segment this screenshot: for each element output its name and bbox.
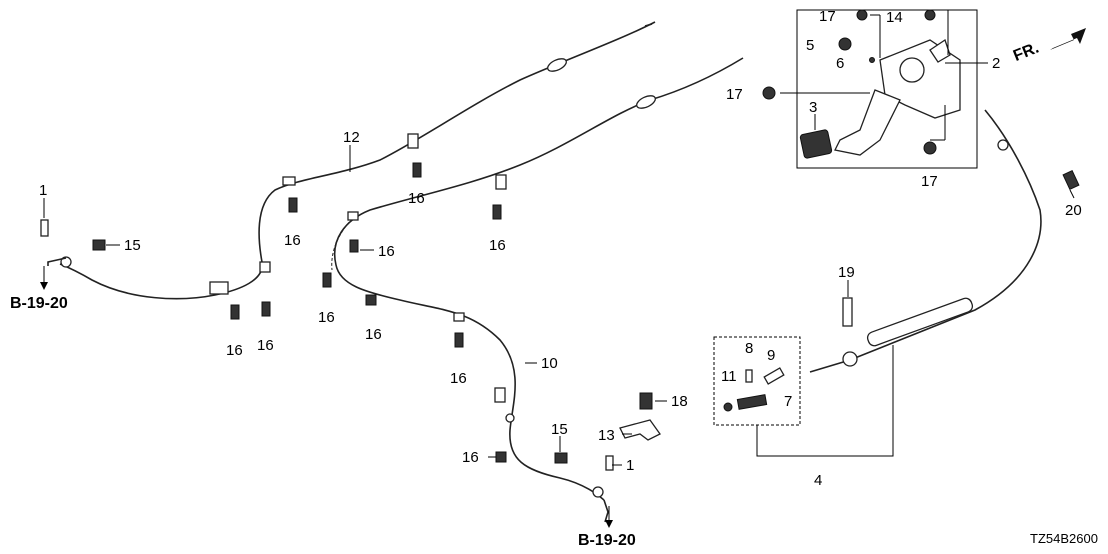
front-direction-indicator: FR. [1011,28,1086,65]
bolt-1-left [40,219,49,237]
label-8: 8 [745,340,753,357]
pedal-spring [929,38,951,63]
bolt-19 [842,297,853,327]
label-16-a: 16 [408,190,425,207]
label-7: 7 [784,393,792,410]
fasteners [40,162,1080,471]
cable-12-bracket [407,133,419,149]
cable-10 [331,57,744,523]
label-14: 14 [886,9,903,26]
leader-lines [43,9,1075,466]
part-17-nut-bot [923,141,937,155]
label-19: 19 [838,264,855,281]
pedal-ratchet [899,57,925,83]
part-labels: 1 15 12 16 16 16 16 16 16 16 16 16 16 10… [39,8,1082,489]
label-3: 3 [809,99,817,116]
label-20: 20 [1065,202,1082,219]
ref-label-bottom: B-19-20 [578,532,636,549]
label-9: 9 [767,347,775,364]
bolt-1-right [605,455,614,471]
label-16-f: 16 [365,326,382,343]
label-16-d: 16 [378,243,395,260]
label-4: 4 [814,472,822,489]
label-10: 10 [541,355,558,372]
cable-4-sleeve [866,297,974,347]
cable-12-end-clip [209,281,229,295]
part-5-clip [838,37,852,51]
label-12: 12 [343,129,360,146]
label-6: 6 [836,55,844,72]
diagram-code: TZ54B2600 [1030,531,1098,546]
label-18: 18 [671,393,688,410]
ref-label-left: B-19-20 [10,295,68,312]
pedal-lever-arm [834,89,901,156]
bolt-20 [1062,169,1080,191]
pedal-pad [799,129,833,159]
cable-10-bracket [495,174,507,190]
label-16-c: 16 [489,237,506,254]
label-17-bot: 17 [921,173,938,190]
part-6-bolt [869,57,875,63]
part-17-nut-top [856,9,868,21]
front-label: FR. [1011,40,1041,65]
parking-brake-pedal-assembly [762,9,978,169]
label-1-right: 1 [626,457,634,474]
label-16-h: 16 [257,337,274,354]
pedal-group-frame [796,9,978,169]
label-11: 11 [721,368,737,385]
label-15-left: 15 [124,237,141,254]
bolt-15-left [92,239,106,251]
equalizer-kit [713,336,894,457]
part-17-nut-mid [762,86,776,100]
label-5: 5 [806,37,814,54]
label-15-right: 15 [551,421,568,438]
label-16-j: 16 [462,449,479,466]
label-17-mid: 17 [726,86,743,103]
label-16-g: 16 [226,342,243,359]
label-16-i: 16 [450,370,467,387]
label-13: 13 [598,427,615,444]
front-arrow-icon [1050,28,1086,50]
bolt-18 [639,392,653,410]
ref-arrows [40,266,613,528]
label-16-e: 16 [318,309,335,326]
label-17-top: 17 [819,8,836,25]
bracket-13 [619,419,661,441]
part-14-bolt [924,9,936,21]
cable-4 [809,109,1042,373]
cable-12 [47,21,656,300]
label-16-b: 16 [284,232,301,249]
label-1-left: 1 [39,182,47,199]
label-2: 2 [992,55,1000,72]
